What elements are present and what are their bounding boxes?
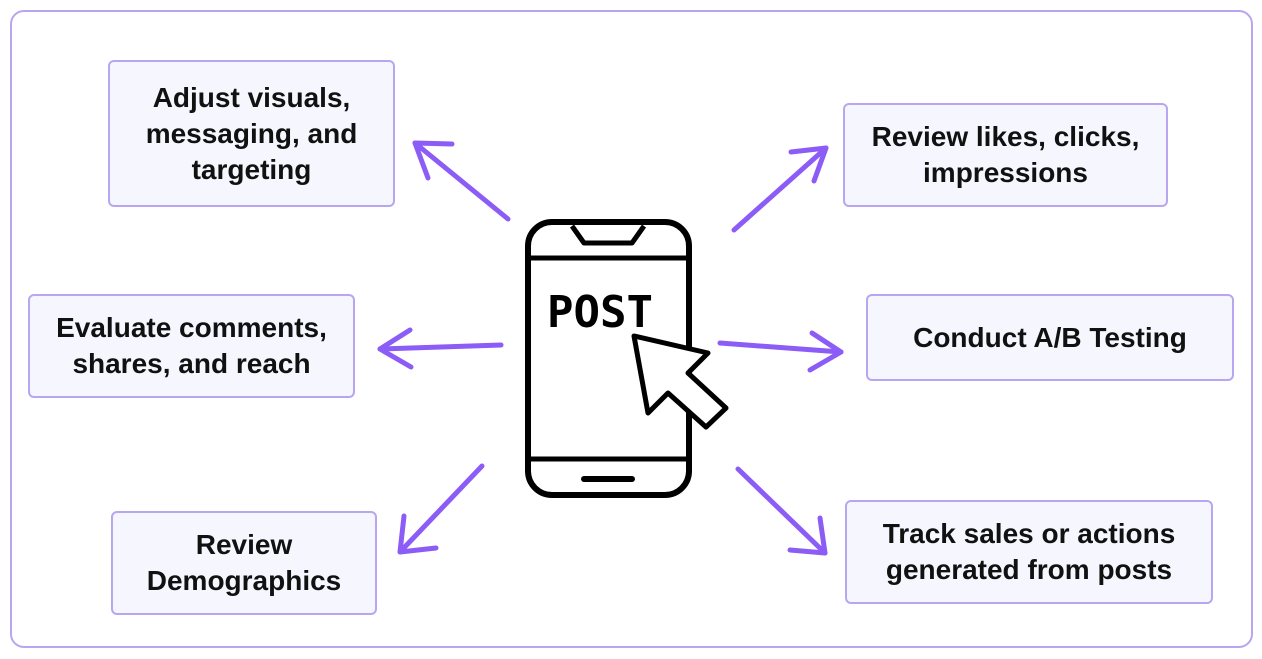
node-text: impressions xyxy=(923,157,1088,188)
node-text: Track sales or actions xyxy=(882,518,1176,549)
node-track-sales: Track sales or actions generated from po… xyxy=(845,500,1213,604)
node-text: Adjust visuals, xyxy=(152,81,351,113)
node-evaluate-comments: Evaluate comments, shares, and reach xyxy=(28,294,355,398)
node-text: Review likes, clicks, xyxy=(871,121,1140,152)
node-text: Review xyxy=(195,529,293,560)
node-review-likes: Review likes, clicks, impressions xyxy=(843,103,1168,207)
node-text: targeting xyxy=(191,153,312,185)
node-adjust-visuals: Adjust visuals, messaging, and targeting xyxy=(108,60,395,207)
node-text: generated from posts xyxy=(885,554,1173,585)
node-text: Conduct A/B Testing xyxy=(913,321,1187,353)
node-text: Demographics xyxy=(146,565,342,596)
node-text: shares, and reach xyxy=(72,348,311,379)
node-ab-testing: Conduct A/B Testing xyxy=(866,294,1234,381)
node-review-demographics: Review Demographics xyxy=(111,511,377,615)
node-text: messaging, and xyxy=(145,117,358,149)
node-text: Evaluate comments, xyxy=(56,312,327,343)
